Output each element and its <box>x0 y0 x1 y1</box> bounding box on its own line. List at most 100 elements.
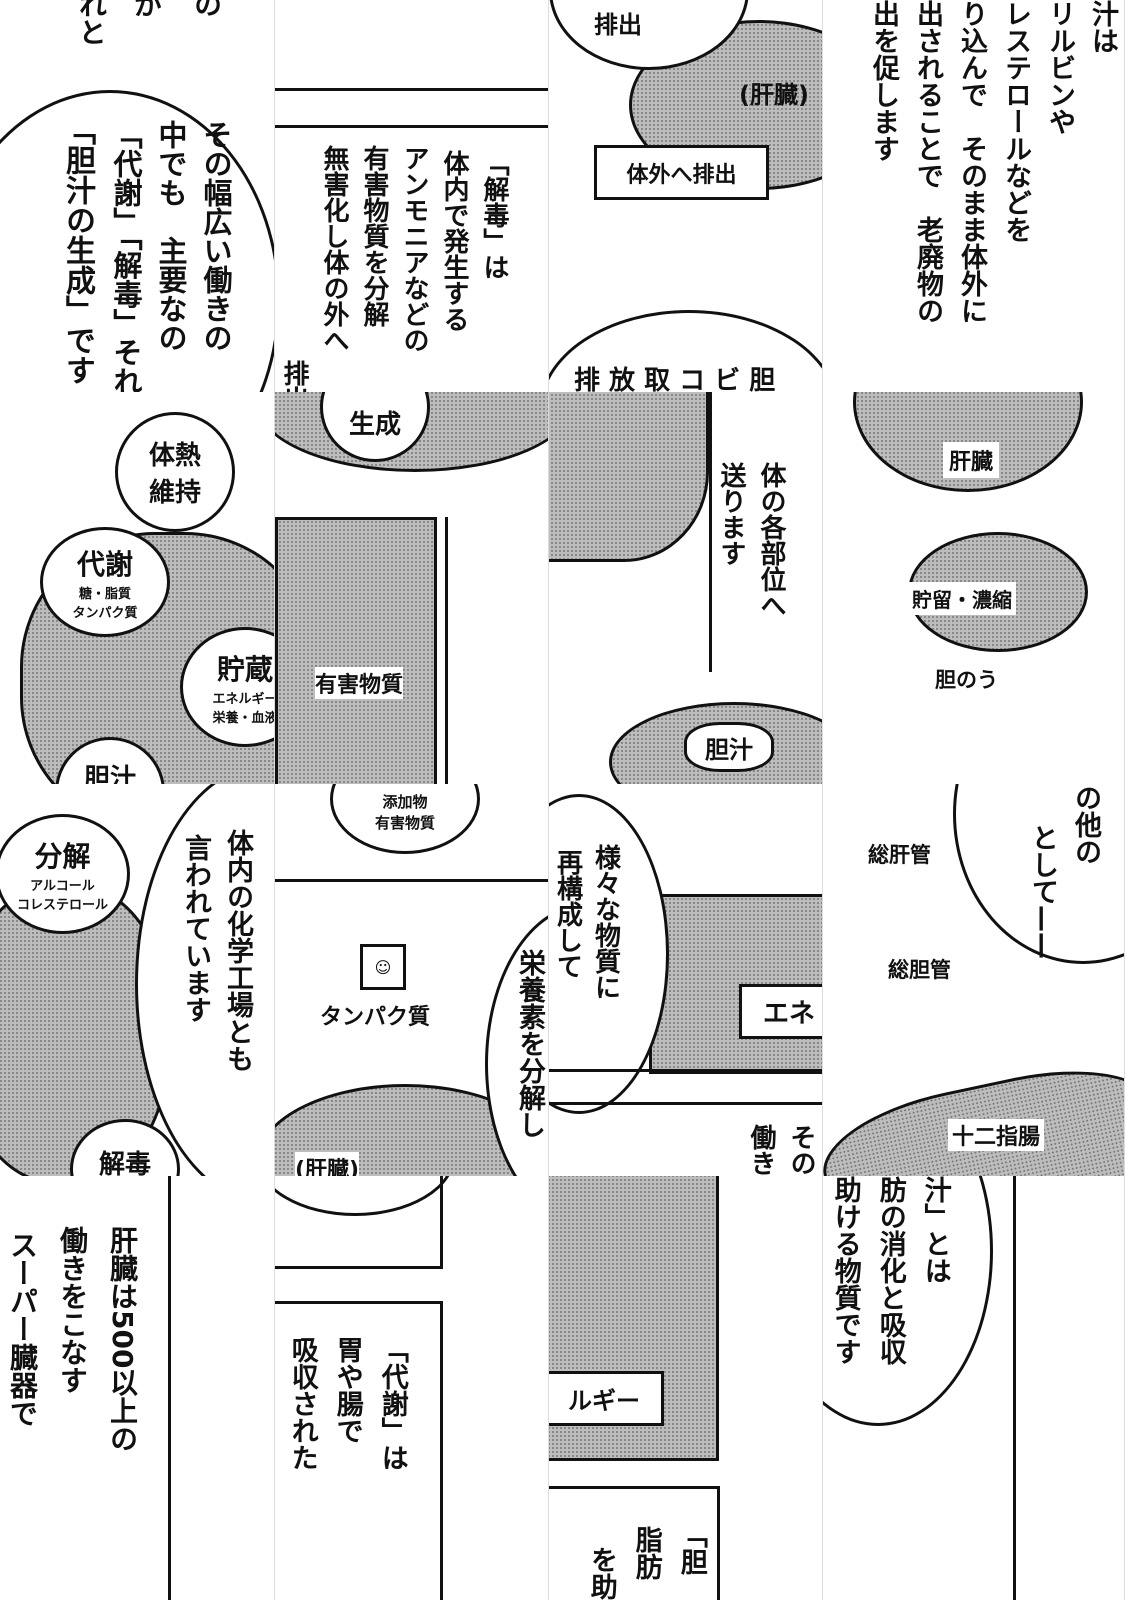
storage-label: 貯留・濃縮 <box>908 582 1016 615</box>
liver-label: (肝臓) <box>739 81 809 109</box>
panel-border <box>440 1176 443 1269</box>
panel-border <box>709 392 712 672</box>
text-line: 脂肪 <box>630 1526 662 1580</box>
panel-r4c3: ルギー 「胆 脂肪 を助 <box>549 1176 823 1600</box>
speech-bubble <box>275 1176 455 1216</box>
panel-border <box>549 1486 719 1489</box>
bubble-line: 「代謝」「解毒」それ <box>109 120 143 392</box>
fragment-text: れと <box>75 0 108 46</box>
label-decomposition: 分解 アルコール コレステロール <box>0 814 130 934</box>
text-line: 吸収された <box>286 1336 318 1471</box>
storage-title: 貯蔵 <box>216 653 273 686</box>
duodenum-label: 十二指腸 <box>948 1119 1045 1151</box>
panel-r2c2: 生成 有害物質 <box>275 392 549 784</box>
bubble-line: 「胆汁の生成」です <box>60 115 95 385</box>
text-line: 出を促します <box>868 0 899 162</box>
label-storage: 貯蔵 エネルギー 栄養・血液 <box>180 627 275 747</box>
energy-label: エネ <box>739 984 822 1039</box>
text-line: 「代謝」は <box>376 1336 408 1471</box>
text-line: レステロールなどを <box>1000 0 1031 243</box>
protein-icon: ☺ <box>360 944 406 990</box>
text-line: 排出 <box>279 360 309 392</box>
panel-border <box>445 517 448 784</box>
harmful-panel <box>275 517 437 784</box>
text-line: アンモニアなどの <box>399 145 429 353</box>
text-line: 胃や腸で <box>331 1336 363 1444</box>
duodenum-illustration <box>823 1050 1124 1176</box>
decomposition-sub: アルコール コレステロール <box>16 879 108 913</box>
fragment-text: の <box>190 0 223 18</box>
panel-r3c2: 添加物 有害物質 ☺ タンパク質 (肝臓) 栄養素を分解し <box>275 784 549 1176</box>
metabolism-title: 代謝 <box>76 548 133 581</box>
panel-border <box>275 879 548 882</box>
label-heat: 体熱 維持 <box>115 412 235 532</box>
text-line: 汁」とは <box>919 1176 951 1284</box>
text-line: 無害化し体の外へ <box>319 145 349 353</box>
panel-r4c2: 「代謝」は 胃や腸で 吸収された <box>275 1176 549 1600</box>
text-line: 有害物質を分解 <box>359 145 389 327</box>
fragment-text: が <box>130 0 163 18</box>
harmful-label: 有害物質 <box>315 667 404 699</box>
text-line: スーパー臓器で <box>6 1231 39 1427</box>
hepatic-duct-label: 総肝管 <box>868 843 931 867</box>
text-line: 出されることで 老廃物の <box>912 0 943 324</box>
panel-border <box>275 125 548 128</box>
energy-label: ルギー <box>549 1371 664 1426</box>
panel-border <box>275 1301 443 1304</box>
text-line: 汁は <box>1087 0 1118 54</box>
bile-duct-label: 総胆管 <box>888 958 951 982</box>
panel-r4c4: 汁」とは 肪の消化と吸収 助ける物質です <box>823 1176 1125 1600</box>
text-line: 言われています <box>180 834 211 1023</box>
liver-illustration <box>549 392 709 562</box>
panel-r2c1: 体熱 維持 代謝 糖・脂質 タンパク質 貯蔵 エネルギー 栄養・血液 胆汁 <box>0 392 275 784</box>
label-additives: 添加物 有害物質 <box>330 784 480 854</box>
text-line: 「胆 <box>675 1521 707 1575</box>
text-line: 働きをこなす <box>56 1226 89 1394</box>
text-line: 再構成して <box>552 849 583 979</box>
text-line: の他の <box>1070 784 1101 865</box>
panel-r2c4: 肝臓 貯留・濃縮 胆のう <box>823 392 1125 784</box>
bubble-line: その幅広い働きの <box>199 120 233 352</box>
text-line: 体の各部位へ <box>756 462 786 618</box>
text-line: り込んで そのまま体外に <box>956 0 987 324</box>
panel-r3c1: 分解 アルコール コレステロール 解毒 体内の化学工場とも 言われています <box>0 784 275 1176</box>
text-line: 体内の化学工場とも <box>222 829 253 1072</box>
bottom-text: 排 放 取 コ ビ 胆 <box>574 366 776 392</box>
panel-r4c1: 肝臓は500以上の 働きをこなす スーパー臓器で <box>0 1176 275 1600</box>
panel-border <box>275 88 548 91</box>
storage-sub: エネルギー 栄養・血液 <box>212 692 275 726</box>
protein-label: タンパク質 <box>320 1005 431 1030</box>
decomposition-title: 分解 <box>34 840 91 873</box>
panel-border <box>1013 1176 1016 1600</box>
panel-r1c2: 「解毒」は 体内で発生する アンモニアなどの 有害物質を分解 無害化し体の外へ … <box>275 0 549 392</box>
text-line: 働き <box>746 1124 776 1176</box>
text-line: 助ける物質です <box>829 1176 861 1365</box>
text-line: リルビンや <box>1044 0 1075 135</box>
text-line: 栄養素を分解し <box>514 949 545 1138</box>
bubble-line: 中でも 主要なの <box>154 120 188 352</box>
label-metabolism: 代謝 糖・脂質 タンパク質 <box>40 527 170 637</box>
panel-r1c4: 汁は リルビンや レステロールなどを り込んで そのまま体外に 出されることで … <box>823 0 1125 392</box>
gallbladder-label: 胆のう <box>935 668 998 692</box>
text-line: 肪の消化と吸収 <box>874 1176 906 1365</box>
text-line: として—— <box>1027 824 1058 959</box>
panel-r1c3: 排出 (肝臓) 体外へ排出 排 放 取 コ ビ 胆 <box>549 0 823 392</box>
liver-label: 肝臓 <box>943 442 1000 478</box>
bile-label: 胆汁 <box>684 722 774 772</box>
text-line: 「解毒」は <box>479 150 509 280</box>
text-line: 肝臓は500以上の <box>106 1226 139 1453</box>
text-line: 体内で発生する <box>439 150 469 332</box>
panel-r3c4: の他の として—— 総肝管 総胆管 十二指腸 <box>823 784 1125 1176</box>
text-line: その <box>786 1124 816 1176</box>
excretion-box: 体外へ排出 <box>594 145 769 200</box>
panel-border <box>168 1176 171 1600</box>
panel-r1c1: の が れと その幅広い働きの 中でも 主要なの 「代謝」「解毒」それ 「胆汁の… <box>0 0 275 392</box>
panel-border <box>440 1301 443 1600</box>
text-line: 様々な物質に <box>590 844 621 1000</box>
text-line: 送ります <box>716 462 746 566</box>
top-text: 排出 <box>594 11 642 39</box>
liver-label: (肝臓) <box>295 1152 360 1176</box>
panel-r3c3: エネ 様々な物質に 再構成して その 働き <box>549 784 823 1176</box>
text-line: を助 <box>585 1546 617 1600</box>
panel-border <box>549 1102 822 1105</box>
